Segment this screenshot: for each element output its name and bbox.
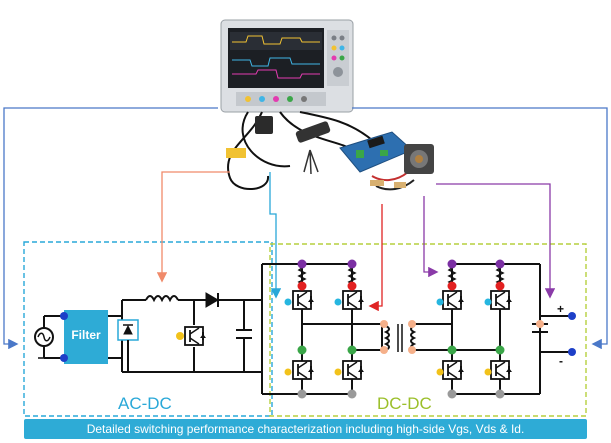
probe-line-salmon [156,171,230,283]
probe-line-cyan [269,172,282,299]
caption-bar: Detailed switching performance character… [24,419,587,439]
oscilloscope-image [220,19,434,191]
transistor-icon [490,360,513,380]
transistor-icon [292,360,315,380]
pfc-transistor-icon [184,326,207,346]
dc-dc-label: DC-DC [377,394,432,413]
ac-dc-region [23,241,273,417]
probe-dot-yellow [176,332,184,340]
transistor-icon [342,360,365,380]
probe-line-red [368,204,383,312]
dc-dc-region [269,243,587,417]
probe-line-purple-a [423,196,439,278]
filter-label: Filter [71,328,101,342]
transistor-icon [292,290,315,310]
probe-line-blue-right [352,107,608,350]
ac-dc-label: AC-DC [118,394,172,413]
transistor-icon [442,360,465,380]
transistor-icon [442,290,465,310]
ac-dc-circuit [34,292,262,373]
probe-line-purple-b [436,183,556,299]
probe-line-blue-left [3,107,218,350]
plus-label: + [557,302,565,316]
filter-block [64,310,108,364]
transistor-icon [342,290,365,310]
probe-dots [60,259,576,399]
transistor-icon [490,290,513,310]
minus-label: - [559,354,563,368]
